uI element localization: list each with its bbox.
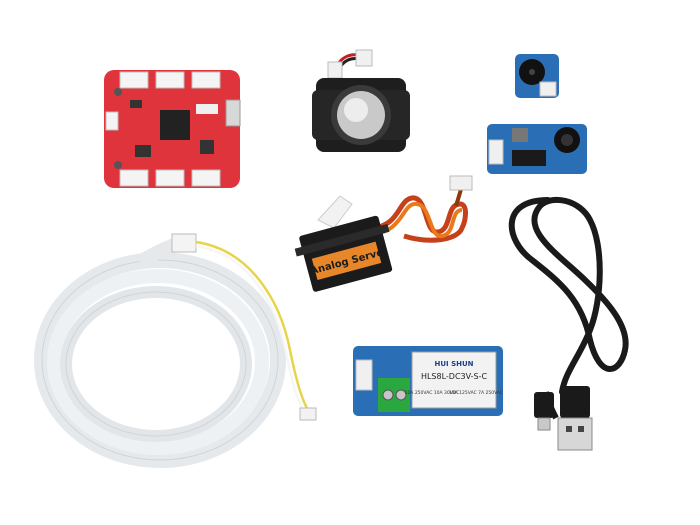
speaker (312, 49, 410, 152)
usb-cable (508, 196, 629, 451)
analog-servo: Analog Servo (294, 175, 473, 292)
relay-rating-left: 10A 250VAC 10A 30VDC (405, 390, 460, 396)
buzzer-module (515, 54, 559, 98)
mainboard (104, 70, 241, 188)
relay-module: HUI SHUN HLS8L-DC3V-S-C 10A 250VAC 10A 3… (353, 346, 503, 416)
sound-sensor-module (487, 124, 587, 174)
relay-brand: HUI SHUN (434, 360, 473, 368)
relay-rating-right: 10A 125VAC 7A 250VAC (449, 390, 503, 396)
relay-model: HLS8L-DC3V-S-C (421, 372, 488, 381)
led-strip (34, 233, 317, 468)
